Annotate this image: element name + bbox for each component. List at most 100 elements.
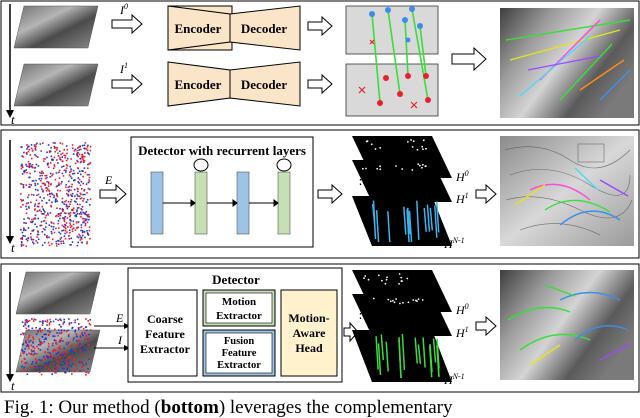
motion-label-2: Extractor <box>216 310 262 322</box>
event-point <box>71 363 74 365</box>
event-point <box>43 341 46 343</box>
event-point <box>59 318 61 320</box>
event-point <box>28 341 30 343</box>
event-point <box>35 163 38 166</box>
event-point <box>86 199 89 201</box>
event-point <box>58 364 60 367</box>
event-point <box>39 368 41 370</box>
event-point <box>76 153 78 156</box>
event-point <box>74 215 76 217</box>
event-point <box>36 183 39 185</box>
event-point <box>49 192 51 195</box>
event-point <box>41 336 44 338</box>
event-point <box>31 221 33 224</box>
event-point <box>88 338 90 341</box>
event-point <box>56 185 58 187</box>
event-point <box>76 187 79 190</box>
event-point <box>30 147 33 150</box>
event-point <box>63 357 66 359</box>
event-point <box>21 166 24 168</box>
event-point <box>46 321 49 323</box>
event-point <box>83 167 86 169</box>
event-point <box>57 239 59 242</box>
event-point <box>79 335 82 337</box>
event-point <box>74 329 77 331</box>
event-point <box>45 202 48 204</box>
event-point <box>22 184 25 186</box>
event-point <box>39 342 41 345</box>
event-point <box>68 189 70 191</box>
event-point <box>80 208 82 210</box>
event-point <box>23 352 25 355</box>
event-point <box>55 215 57 218</box>
event-point <box>56 200 59 202</box>
event-point <box>63 219 65 221</box>
event-point <box>37 238 40 241</box>
event-point <box>46 324 48 326</box>
heatmap-peak <box>374 148 377 150</box>
event-point <box>76 210 78 213</box>
event-point <box>50 221 52 223</box>
event-point <box>23 366 25 369</box>
event-point <box>47 181 50 183</box>
event-point <box>66 189 69 192</box>
event-point <box>55 172 58 174</box>
event-point <box>75 333 78 335</box>
event-point <box>71 327 73 330</box>
event-point <box>41 231 44 233</box>
event-point <box>72 227 75 229</box>
event-point <box>77 327 80 329</box>
event-point <box>69 356 71 358</box>
event-point <box>80 226 83 229</box>
event-point <box>63 149 65 151</box>
input-frame-0 <box>15 271 101 315</box>
heatmap-track <box>375 336 379 370</box>
event-point <box>52 357 55 359</box>
event-point <box>88 226 91 228</box>
event-point <box>53 348 55 351</box>
event-point <box>57 370 59 372</box>
event-point <box>79 235 81 237</box>
event-point <box>66 368 68 371</box>
event-point <box>86 232 89 234</box>
event-point <box>41 199 43 202</box>
event-point <box>60 182 62 185</box>
event-point <box>79 203 81 206</box>
event-point <box>50 354 52 356</box>
heatmap-peak <box>421 299 424 301</box>
event-point <box>44 158 46 160</box>
event-point <box>61 197 64 200</box>
event-point <box>65 184 67 186</box>
event-point <box>32 341 34 343</box>
event-point <box>22 350 24 352</box>
event-point <box>35 326 37 329</box>
event-point <box>75 198 78 200</box>
event-point <box>73 212 76 214</box>
event-point <box>69 212 72 214</box>
event-point <box>73 370 76 373</box>
heatmap-peak <box>372 297 375 300</box>
event-point <box>54 369 57 372</box>
event-point <box>25 320 28 323</box>
event-point <box>49 352 51 354</box>
event-point <box>80 160 82 163</box>
event-point <box>80 238 83 240</box>
heatmap-label-1: H1 <box>455 191 469 206</box>
event-point <box>35 360 38 363</box>
event-point <box>40 221 43 223</box>
event-point <box>37 365 40 367</box>
event-point <box>87 214 89 216</box>
event-point <box>65 203 68 206</box>
event-point <box>26 373 29 376</box>
arrow-decoder0-to-output <box>307 15 333 37</box>
event-point <box>67 180 70 183</box>
event-point <box>26 171 28 174</box>
heatmap-peak <box>392 299 394 302</box>
event-point <box>64 229 67 232</box>
event-point <box>49 176 52 178</box>
event-point <box>66 364 68 366</box>
event-point <box>24 319 27 321</box>
event-point <box>39 327 41 330</box>
event-point <box>36 205 39 208</box>
event-point <box>24 229 27 232</box>
